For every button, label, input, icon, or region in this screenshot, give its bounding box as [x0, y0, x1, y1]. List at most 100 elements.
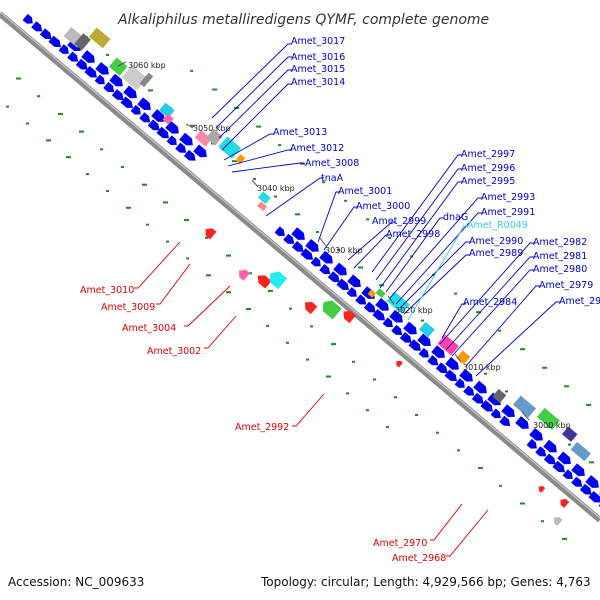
gc-tick — [306, 359, 309, 361]
gene-label: Amet_2990 — [469, 236, 523, 247]
gene-label: Amet_3012 — [290, 143, 344, 154]
scale-label-3000: 3000 kbp — [533, 421, 571, 430]
gene-label: Amet_2989 — [469, 248, 523, 259]
gene-label: Amet_3004 — [122, 323, 176, 334]
gc-tick — [498, 330, 501, 332]
gene-arrow — [302, 299, 318, 314]
gene-arrow — [558, 497, 569, 508]
gene-arrow — [571, 463, 588, 479]
gc-tick — [421, 320, 424, 322]
gene-label: Amet_2999 — [372, 216, 426, 227]
gc-tick — [184, 219, 189, 221]
gc-tick — [106, 54, 109, 56]
scale-label-3030: 3030 kbp — [325, 246, 363, 255]
gc-tick — [366, 218, 369, 220]
gc-tick — [310, 325, 313, 327]
gene-label: tnaA — [321, 173, 344, 184]
gc-tick — [190, 70, 193, 72]
gc-tick — [352, 361, 355, 363]
gc-tick — [66, 156, 71, 158]
gene-label: Amet_2993 — [481, 192, 535, 203]
gc-tick — [542, 367, 547, 369]
gc-tick — [484, 373, 487, 375]
cog-feature — [89, 28, 110, 49]
gc-tick — [289, 308, 292, 310]
gc-tick — [6, 106, 9, 108]
gc-tick — [331, 343, 336, 345]
gc-tick — [212, 89, 217, 91]
gene-arrow — [394, 359, 402, 367]
gene-arrow — [551, 515, 562, 526]
gc-tick — [86, 173, 89, 175]
gene-arrow — [236, 267, 250, 281]
gc-tick — [163, 201, 168, 203]
gene-arrow — [23, 14, 36, 27]
scale-label-3060: 3060 kbp — [128, 61, 166, 70]
gene-label: Amet_3013 — [273, 127, 327, 138]
gene-label: Amet_2979 — [539, 280, 593, 291]
topology-summary: Topology: circular; Length: 4,929,566 bp… — [260, 575, 591, 589]
gc-tick — [253, 178, 256, 180]
gc-tick — [226, 291, 231, 293]
gene-arrow — [515, 416, 532, 432]
gene-label: Amet_2998 — [386, 229, 440, 240]
gc-tick — [46, 139, 51, 141]
gc-tick — [316, 231, 319, 233]
gene-arrow — [499, 416, 513, 429]
gene-label: Amet_3009 — [101, 302, 155, 313]
gene-label: Amet_3014 — [291, 77, 345, 88]
gc-tick — [79, 131, 84, 133]
gene-label: Amet_2982 — [533, 237, 587, 248]
gc-tick — [457, 449, 460, 451]
gc-tick — [344, 200, 347, 202]
gene-arrow — [543, 440, 560, 456]
gene-label: Amet_3002 — [147, 346, 201, 357]
gc-tick — [256, 126, 261, 128]
gc-tick — [278, 144, 281, 146]
gene-label: Amet_3017 — [291, 36, 345, 47]
gc-tick — [499, 485, 502, 487]
gene-arrow — [193, 145, 210, 161]
gc-tick — [226, 255, 231, 257]
gene-label: dnaG — [443, 212, 468, 223]
gc-tick — [454, 293, 457, 295]
gc-tick — [295, 213, 300, 215]
gene-label: Amet_2970 — [373, 538, 427, 549]
gene-label: Amet_2968 — [392, 553, 446, 564]
scale-label-3040: 3040 kbp — [257, 184, 295, 193]
gene-arrow — [95, 62, 112, 78]
gc-tick — [274, 196, 277, 198]
cog-feature — [376, 288, 386, 298]
gc-tick — [58, 113, 63, 115]
gene-label: Amet_3001 — [338, 186, 392, 197]
gc-tick — [326, 376, 331, 378]
gc-tick — [142, 184, 147, 186]
gene-label: Amet_2992 — [235, 422, 289, 433]
cog-feature — [419, 322, 435, 337]
gc-tick — [186, 257, 189, 259]
gc-tick — [286, 342, 289, 344]
accession-text: Accession: NC_009633 — [8, 575, 144, 589]
rna-gene-label: Amet_R0049 — [467, 220, 528, 231]
gc-tick — [541, 520, 544, 522]
gc-tick — [106, 190, 109, 192]
cog-feature — [571, 442, 591, 461]
gc-tick — [146, 224, 149, 226]
gene-label: Amet_3008 — [305, 158, 359, 169]
gc-tick — [520, 503, 525, 505]
gc-tick — [266, 325, 269, 327]
gc-tick — [415, 414, 418, 416]
gc-tick — [268, 290, 273, 292]
gene-arrow — [275, 226, 288, 239]
gc-tick — [26, 123, 29, 125]
gc-tick — [568, 444, 571, 446]
gene-label: Amet_2995 — [461, 176, 515, 187]
gene-label: Amet_2997 — [461, 149, 515, 160]
gc-tick — [37, 95, 40, 97]
gc-tick — [16, 78, 21, 80]
gene-arrow — [347, 274, 364, 290]
gene-arrow — [255, 272, 272, 289]
backbone-line — [0, 14, 600, 520]
gc-tick — [373, 379, 376, 381]
